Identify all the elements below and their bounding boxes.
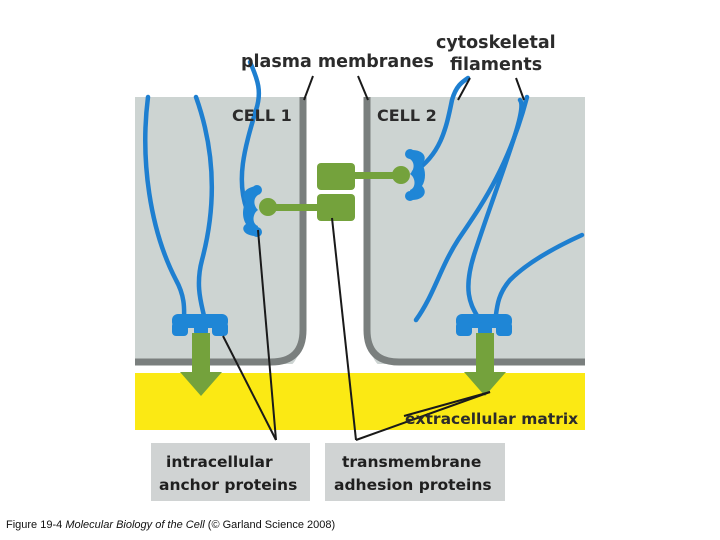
pointer-membrane-cell2 <box>357 75 369 101</box>
adhesion-protein-matrix-cell1 <box>180 333 222 396</box>
plasma-membranes-label: plasma membranes <box>241 52 434 72</box>
adhesion-protein-cell1 <box>259 194 355 221</box>
extracellular-matrix-label: extracellular matrix <box>405 410 578 428</box>
anchor-protein-cell2-lower <box>456 314 512 336</box>
filament-cell2-c <box>466 97 524 325</box>
matrix-gap <box>135 364 585 373</box>
cell1-plasma-membrane <box>135 97 307 366</box>
adhesion-protein-matrix-cell2 <box>464 333 506 396</box>
anchor-protein-cell2-upper <box>405 149 425 201</box>
adhesion-label-line2: adhesion proteins <box>334 476 492 494</box>
pointer-anchor-upper <box>257 229 277 441</box>
pointer-matrix <box>403 391 491 417</box>
figure-caption: Figure 19-4 Molecular Biology of the Cel… <box>6 519 335 531</box>
cell2-label: CELL 2 <box>377 106 437 125</box>
adhesion-protein-cell2 <box>317 163 410 190</box>
caption-credit: (© Garland Science 2008) <box>207 519 336 531</box>
cell2-plasma-membrane <box>363 97 585 366</box>
pointer-adhesion-lower <box>355 391 491 441</box>
adhesion-label-box <box>325 443 505 501</box>
filament-cell1-c <box>239 59 262 213</box>
pointer-adhesion-upper <box>331 217 357 441</box>
filaments-label: filaments <box>450 55 542 75</box>
cytoskeletal-filaments <box>143 59 585 325</box>
caption-figure-number: Figure 19-4 <box>6 519 63 531</box>
caption-book-title: Molecular Biology of the Cell <box>65 519 205 531</box>
cytoskeletal-label: cytoskeletal <box>436 33 556 53</box>
cell1-label: CELL 1 <box>232 106 292 125</box>
pointer-membrane-cell1 <box>303 75 314 101</box>
filament-cell1-a <box>143 94 187 325</box>
filament-cell1-b <box>193 94 215 325</box>
anchor-protein-cell1-lower <box>172 314 228 336</box>
anchor-label-line2: anchor proteins <box>159 476 297 494</box>
anchor-protein-cell1-upper <box>243 185 262 237</box>
adhesion-label-line1: transmembrane <box>342 453 481 471</box>
filament-cell2-d <box>492 232 585 325</box>
pointer-filament-left <box>457 77 471 101</box>
anchor-label-line1: intracellular <box>166 453 273 471</box>
pointer-anchor-lower <box>222 335 277 441</box>
pointer-filament-right <box>515 77 525 101</box>
anchor-label-box <box>151 443 310 501</box>
pointer-lines <box>222 75 525 441</box>
filament-cell2-a <box>411 75 471 175</box>
